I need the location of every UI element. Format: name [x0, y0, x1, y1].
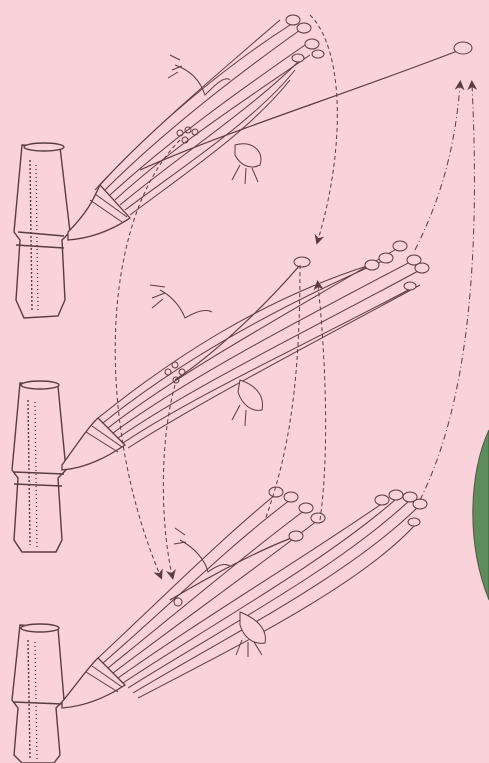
dashdot-arrow-middle-to-upper-right: [415, 85, 460, 250]
lower-flower: [62, 487, 427, 708]
dashed-arrow-middle-to-lower: [265, 265, 300, 520]
stem-middle: [12, 381, 66, 552]
dashed-arrow-upper-to-lower: [115, 140, 180, 575]
stem-upper: [14, 143, 70, 318]
green-disc: [473, 430, 489, 600]
upper-flower: [68, 15, 472, 240]
dashed-arrow-middle-to-lower-2: [163, 385, 175, 575]
stem-lower: [12, 624, 64, 763]
middle-flower: [62, 241, 429, 470]
dashdot-arrow-lower-to-upper-right: [420, 85, 474, 500]
arrows: [115, 15, 474, 575]
